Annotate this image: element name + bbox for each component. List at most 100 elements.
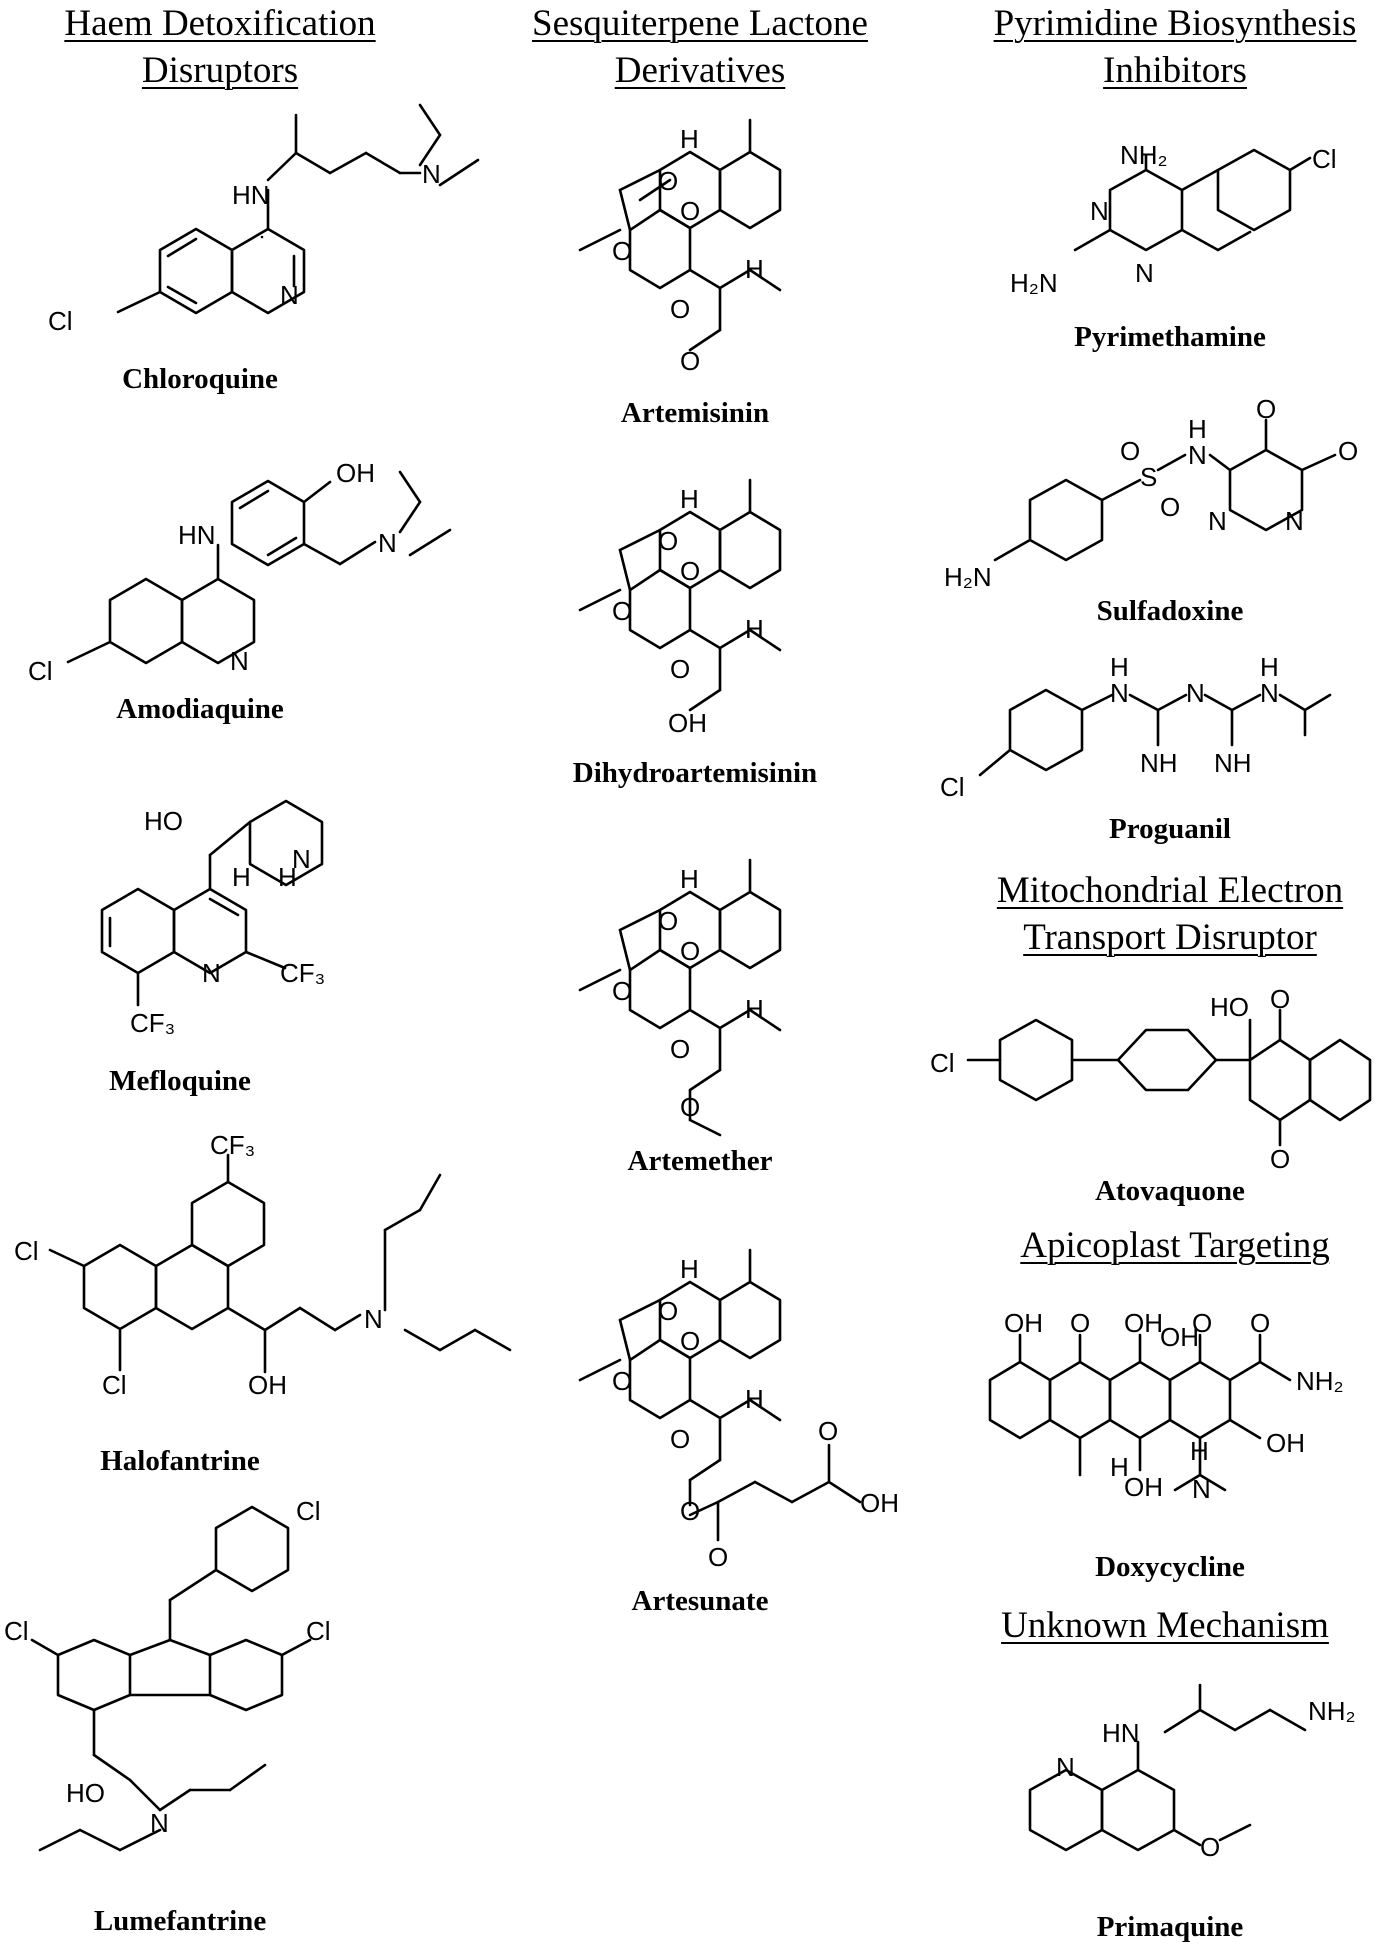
drug-name-amodiaquine: Amodiaquine [116, 693, 284, 725]
drug-name-pyrimethamine: Pyrimethamine [1074, 321, 1266, 353]
proguanil-structure: H N N H N NH NH Cl [940, 652, 1332, 802]
atom-label-s: S [1140, 462, 1157, 492]
atom-label-o: O [658, 1296, 678, 1326]
atom-label-nh2: NH₂ [1308, 1696, 1356, 1726]
atom-label-o: O [1192, 1308, 1212, 1338]
drug-name-artemether: Artemether [627, 1145, 773, 1177]
atom-label-n: N [202, 958, 221, 988]
drug-name-primaquine: Primaquine [1096, 1911, 1244, 1943]
atom-label-cl: Cl [28, 656, 53, 686]
atom-label-o: O [1338, 436, 1358, 466]
atom-label-h: H [745, 1384, 764, 1414]
atom-label-h: H [1110, 652, 1129, 682]
drug-name-proguanil: Proguanil [1109, 813, 1231, 845]
atom-label-cl: Cl [306, 1616, 331, 1646]
atom-label-cl: Cl [4, 1616, 29, 1646]
atom-label-o: O [1160, 492, 1180, 522]
atom-label-n: N [364, 1304, 383, 1334]
atom-label-cl: Cl [48, 306, 73, 336]
drug-name-chloroquine: Chloroquine [122, 363, 278, 395]
atovaquone-structure: Cl HO O O [930, 984, 1372, 1174]
atom-label-cl: Cl [1312, 144, 1337, 174]
atom-label-o: O [658, 906, 678, 936]
atom-label-n: N [1188, 440, 1207, 470]
heading-haem-detoxification: Haem Detoxification Disruptors [64, 3, 376, 91]
atom-label-oh: OH [1266, 1428, 1305, 1458]
mefloquine-structure: HO H H N N CF₃ CF₃ [100, 799, 325, 1038]
atom-label-o: O [1256, 394, 1276, 424]
atom-label-o: O [818, 1416, 838, 1446]
atom-label-cf3: CF₃ [280, 958, 325, 988]
atom-label-ho: HO [1210, 992, 1249, 1022]
atom-label-h: H [680, 484, 699, 514]
drug-name-artemisinin: Artemisinin [620, 397, 770, 429]
atom-label-nh2: NH₂ [1296, 1366, 1344, 1396]
artemisinin-structure: H O O O H O O [578, 118, 782, 376]
atom-label-oh: OH [1004, 1308, 1043, 1338]
atom-label-nh2: NH₂ [1120, 140, 1168, 170]
drug-name-doxycycline: Doxycycline [1095, 1551, 1245, 1583]
atom-label-o: O [680, 556, 700, 586]
heading-pyrimidine-biosynthesis: Pyrimidine Biosynthesis Inhibitors [993, 3, 1357, 91]
atom-label-n: N [1135, 258, 1154, 288]
atom-label-n: N [292, 844, 311, 874]
atom-label-nh: NH [1214, 748, 1252, 778]
atom-label-oh: OH [336, 458, 375, 488]
atom-label-ho: HO [66, 1778, 105, 1808]
atom-label-o: O [670, 294, 690, 324]
drug-name-mefloquine: Mefloquine [109, 1065, 251, 1097]
atom-label-h2n: H₂N [1010, 268, 1058, 298]
atom-label-h: H [232, 862, 251, 892]
atom-label-ho: HO [144, 806, 183, 836]
atom-label-o: O [670, 1034, 690, 1064]
pyrimethamine-structure: NH₂ N N H₂N Cl [1010, 140, 1337, 298]
atom-label-o: O [1070, 1308, 1090, 1338]
atom-label-hn: HN [1102, 1718, 1140, 1748]
atom-label-cf3: CF₃ [130, 1008, 175, 1038]
atom-label-n: N [230, 646, 249, 676]
atom-label-n: N [150, 1808, 169, 1838]
atom-label-o: O [680, 1496, 700, 1526]
atom-label-h: H [745, 994, 764, 1024]
atom-label-o: O [670, 654, 690, 684]
atom-label-n: N [1186, 678, 1205, 708]
atom-label-h: H [745, 614, 764, 644]
atom-label-h: H [680, 124, 699, 154]
chloroquine-structure: HN N N Cl [48, 103, 480, 336]
sulfadoxine-structure: S O O H N N N O O H₂N [944, 394, 1358, 592]
atom-label-o: O [612, 976, 632, 1006]
atom-label-oh: OH [860, 1488, 899, 1518]
atom-label-o: O [680, 936, 700, 966]
atom-label-o: O [680, 1326, 700, 1356]
atom-label-cl: Cl [102, 1370, 127, 1400]
atom-label-h2n: H₂N [944, 562, 992, 592]
atom-label-oh: OH [1124, 1308, 1163, 1338]
atom-label-oh: OH [248, 1370, 287, 1400]
atom-label-n: N [1208, 506, 1227, 536]
atom-label-oh: OH [1124, 1472, 1163, 1502]
atom-label-n: N [1090, 196, 1109, 226]
atom-label-oh: OH [668, 708, 707, 738]
atom-label-n: N [422, 159, 441, 189]
atom-label-o: O [658, 526, 678, 556]
atom-label-o: O [1270, 1144, 1290, 1174]
drug-name-atovaquone: Atovaquone [1095, 1175, 1245, 1207]
heading-unknown-mechanism: Unknown Mechanism [1001, 1605, 1329, 1646]
atom-label-o: O [708, 1542, 728, 1572]
atom-label-hn: HN [178, 520, 216, 550]
atom-label-o: O [680, 1092, 700, 1122]
atom-label-o: O [1270, 984, 1290, 1014]
primaquine-structure: HN NH₂ N O [1028, 1683, 1356, 1862]
atom-label-o: O [612, 236, 632, 266]
drug-name-halofantrine: Halofantrine [100, 1445, 260, 1477]
atom-label-cl: Cl [14, 1236, 39, 1266]
atom-label-nh: H [278, 862, 297, 892]
halofantrine-structure: CF₃ Cl Cl OH N [14, 1130, 512, 1400]
atom-label-o: O [670, 1424, 690, 1454]
atom-label-n: N [1192, 1474, 1211, 1504]
atom-label-cl: Cl [296, 1496, 321, 1526]
atom-label-o: O [1120, 436, 1140, 466]
atom-label-n: N [280, 280, 299, 310]
artesunate-structure: H O O O H O O O O OH [578, 1248, 899, 1572]
atom-label-o: O [658, 166, 678, 196]
